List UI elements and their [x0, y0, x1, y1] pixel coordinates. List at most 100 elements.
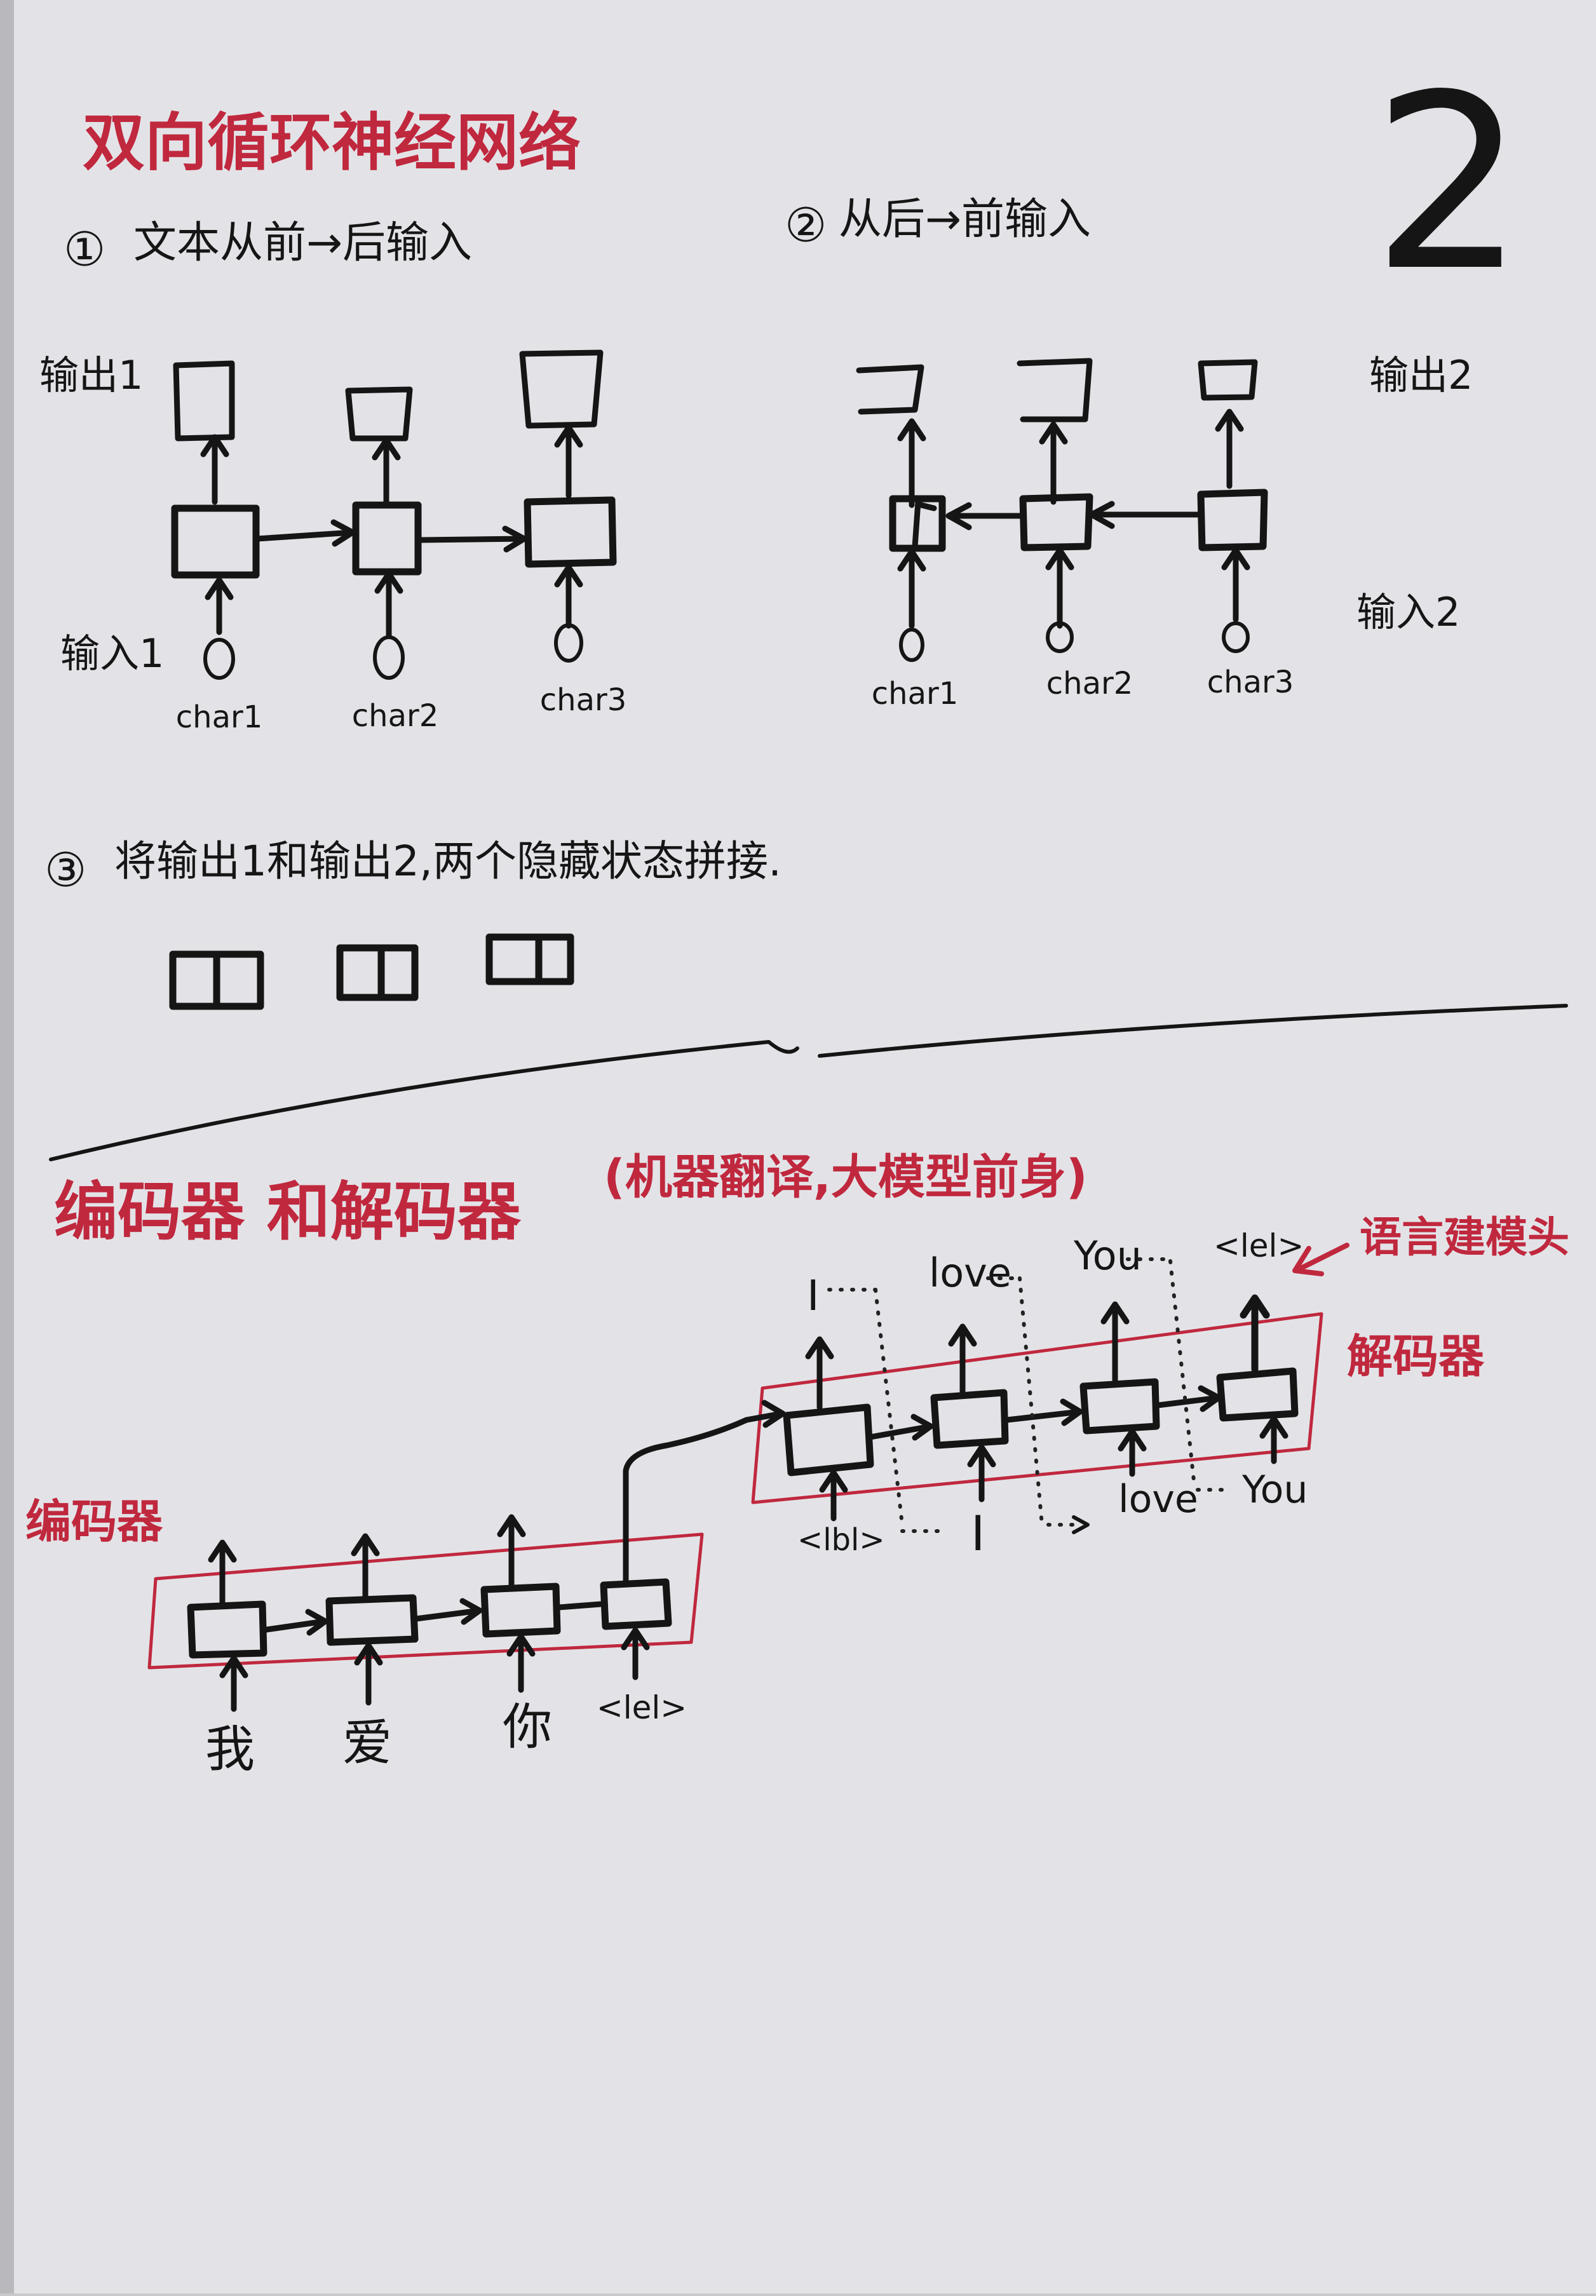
step1-text: 文本从前→后输入 — [133, 218, 472, 268]
backward-output-box-3 — [1198, 359, 1258, 401]
forward-input-node-1 — [203, 638, 235, 680]
backward-input-node-1 — [899, 628, 924, 662]
decoder-input-arrow-4 — [1259, 1415, 1288, 1464]
forward-link-arrow-2 — [417, 525, 527, 553]
encoder-input-arrow-1 — [219, 1655, 248, 1712]
encoder-boundary — [147, 1532, 704, 1670]
section2-note: (机器翻译,大模型前身) — [604, 1150, 1088, 1205]
forward-rnn-diagram: 输出1 输入1 char1 char2 char3 — [39, 349, 627, 735]
forward-output-box-1 — [173, 360, 235, 442]
backward-output-label: 输出2 — [1369, 352, 1473, 398]
step3-text: 将输出1和输出2,两个隐藏状态拼接. — [114, 837, 781, 886]
forward-output-box-2 — [345, 386, 413, 442]
encoder-cell-3 — [480, 1583, 561, 1638]
decoder-output-1: I — [807, 1271, 819, 1320]
backward-char-label-3: char3 — [1207, 665, 1294, 700]
encoder-label: 编码器 — [25, 1495, 163, 1548]
backward-input-node-2 — [1046, 621, 1074, 653]
backward-link-arrow-2 — [1088, 501, 1201, 529]
forward-char-label-1: char1 — [176, 699, 263, 735]
backward-input-arrow-1 — [897, 548, 926, 629]
decoder-input-4: You — [1241, 1468, 1308, 1512]
backward-input-arrow-2 — [1045, 547, 1074, 629]
decoder-cell-4 — [1216, 1367, 1299, 1422]
decoder-output-arrow-1 — [805, 1336, 834, 1410]
backward-output-arrow-3 — [1215, 409, 1244, 489]
encoder-input-2: 爱 — [342, 1715, 392, 1772]
decoder-output-arrow-4 — [1240, 1294, 1270, 1373]
forward-output-arrow-2 — [372, 437, 401, 505]
feedback-dots-2-vertical — [1018, 1276, 1044, 1527]
feedback-dots-1-vertical — [874, 1288, 904, 1527]
encoder-output-arrow-3 — [497, 1514, 526, 1588]
concat-box-2 — [336, 944, 419, 1001]
encoder-output-arrow-1 — [208, 1539, 237, 1607]
backward-output-box-2 — [1017, 358, 1093, 422]
backward-cell-1 — [889, 495, 946, 552]
forward-char-label-2: char2 — [352, 698, 439, 734]
concatenated-states — [169, 933, 574, 1010]
forward-input-label: 输入1 — [60, 630, 164, 677]
decoder-label: 解码器 — [1347, 1330, 1485, 1383]
concat-box-3 — [485, 933, 574, 985]
decoder-link-arrow-2 — [1004, 1398, 1083, 1426]
encoder-cell-1 — [187, 1600, 267, 1659]
forward-input-arrow-3 — [554, 564, 583, 629]
encoder-input-4: <lel> — [597, 1689, 687, 1726]
forward-input-arrow-2 — [374, 571, 403, 638]
forward-char-label-3: char3 — [540, 682, 627, 718]
encoder-link-arrow-2 — [413, 1598, 483, 1625]
decoder-cell-3 — [1079, 1378, 1160, 1435]
encoder-input-arrow-4 — [621, 1627, 650, 1680]
encoder-input-3: 你 — [503, 1699, 552, 1756]
lm-head-pointer-arrow — [1292, 1243, 1349, 1276]
forward-output-label: 输出1 — [39, 352, 143, 398]
encoder-cell-2 — [325, 1594, 419, 1646]
backward-cell-2 — [1019, 493, 1093, 551]
encoder-input-1: 我 — [205, 1721, 255, 1778]
backward-cell-3 — [1197, 489, 1268, 551]
decoder-diagram: I love You <lel> <lbl> I love You — [751, 1227, 1323, 1562]
backward-input-label: 输入2 — [1356, 589, 1460, 635]
encoder-output-arrow-2 — [351, 1533, 380, 1601]
decoder-input-arrow-2 — [967, 1444, 996, 1503]
step1-number: ① — [64, 222, 105, 277]
decoder-output-arrow-3 — [1100, 1301, 1130, 1383]
decoder-input-1: <lbl> — [797, 1522, 885, 1558]
encoder-input-arrow-3 — [506, 1633, 536, 1693]
decoder-output-arrow-2 — [948, 1323, 977, 1396]
backward-char-label-2: char2 — [1046, 666, 1133, 701]
decoder-cell-2 — [930, 1389, 1009, 1449]
decoder-input-2: I — [971, 1505, 985, 1562]
lm-head-label: 语言建模头 — [1360, 1213, 1569, 1262]
backward-input-node-3 — [1222, 621, 1250, 653]
section2-title: 编码器 和解码器 — [54, 1175, 522, 1249]
decoder-input-arrow-1 — [819, 1469, 848, 1522]
encoder-link-arrow-3 — [556, 1601, 604, 1611]
section1-title: 双向循环神经网络 — [83, 107, 581, 179]
feedback-arrow-2 — [1072, 1515, 1090, 1534]
forward-cell-3 — [524, 496, 617, 568]
forward-link-arrow-1 — [254, 519, 356, 547]
section-divider-line — [49, 1004, 1568, 1161]
step3-number: ③ — [44, 843, 86, 898]
step2-number: ② — [785, 198, 827, 253]
forward-output-arrow-1 — [200, 434, 229, 505]
decoder-link-arrow-1 — [867, 1414, 934, 1441]
page-number: 2 — [1372, 43, 1525, 324]
paper-shadow-edge — [0, 0, 14, 2293]
decoder-boundary — [751, 1312, 1323, 1504]
backward-rnn-diagram: 输出2 输入2 char1 char2 char3 — [856, 352, 1473, 712]
forward-input-arrow-1 — [205, 577, 234, 635]
forward-output-box-3 — [519, 349, 604, 429]
feedback-dots-3-vertical — [1168, 1259, 1196, 1489]
backward-output-box-1 — [856, 364, 924, 415]
decoder-output-3: You — [1073, 1232, 1142, 1279]
backward-char-label-1: char1 — [872, 676, 959, 712]
encoder-diagram: 我 爱 你 <lel> — [147, 1400, 786, 1778]
backward-input-arrow-3 — [1221, 547, 1250, 623]
forward-input-node-2 — [373, 635, 405, 680]
backward-cell-1-mark — [912, 499, 937, 550]
